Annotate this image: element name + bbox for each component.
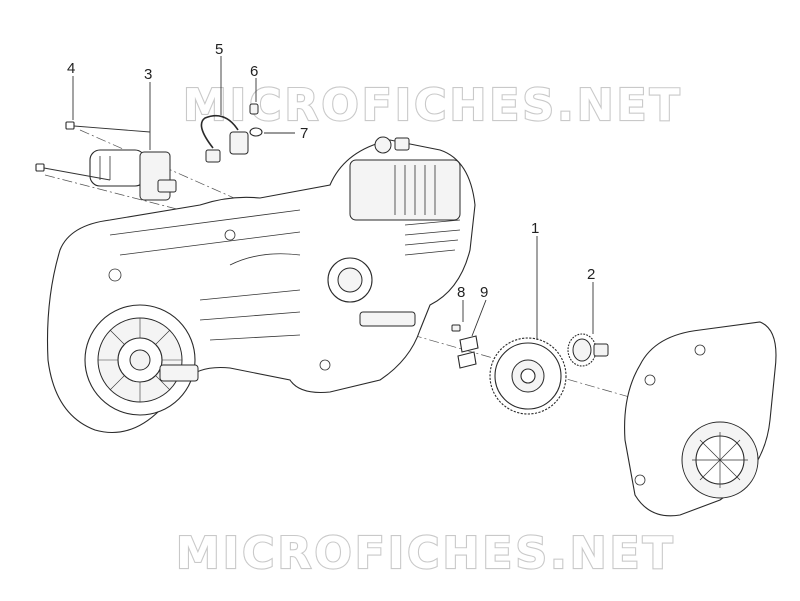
mounting-bolts: [35, 121, 151, 181]
callout-7: 7: [300, 125, 308, 142]
leader-lines: [72, 56, 594, 340]
callout-5: 5: [215, 41, 223, 58]
callout-labels: 1 2 3 4 5 6 7 8 9: [67, 41, 595, 301]
ring-gear: [489, 337, 567, 415]
starter-pinion: [567, 333, 609, 367]
starter-motor: [89, 149, 177, 201]
callout-1: 1: [531, 220, 539, 237]
callout-6: 6: [250, 63, 258, 80]
callout-4: 4: [67, 60, 75, 77]
callout-8: 8: [457, 284, 465, 301]
callout-9: 9: [480, 284, 488, 301]
watermark-bottom: MICROFICHES.NET: [176, 528, 676, 579]
callout-2: 2: [587, 266, 595, 283]
transmission-pulley: [84, 304, 199, 416]
watermark-top: MICROFICHES.NET: [183, 80, 683, 131]
pin-and-key: [451, 324, 479, 369]
callout-3: 3: [144, 66, 152, 83]
flywheel-cover: [624, 321, 777, 517]
sensor-cable: [200, 114, 249, 163]
screw-and-washer: [249, 103, 263, 137]
